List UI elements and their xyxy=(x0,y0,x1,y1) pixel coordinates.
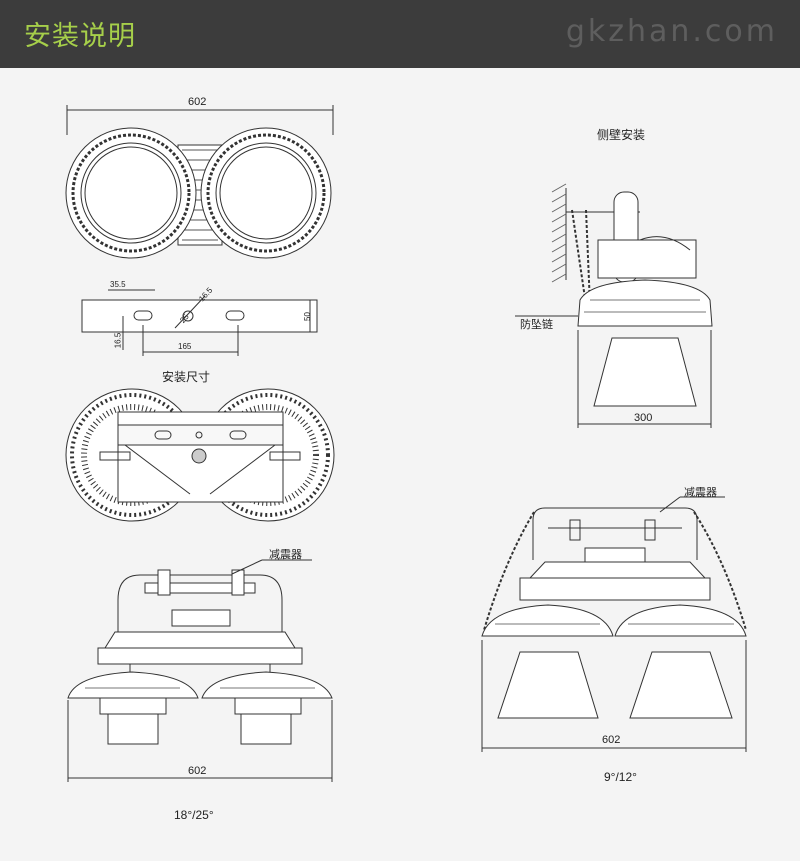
dim-bottom-right-width: 602 xyxy=(602,734,621,746)
dim-16-5-left: 16.5 xyxy=(113,332,123,349)
pair-view-right xyxy=(481,496,747,752)
side-wall-view xyxy=(515,183,713,428)
header-bar: 安装说明 gkzhan.com xyxy=(0,0,800,68)
dim-35-5: 35.5 xyxy=(110,280,126,289)
dim-50: 50 xyxy=(302,312,312,321)
label-install-size: 安装尺寸 xyxy=(162,370,211,384)
back-view xyxy=(65,388,335,522)
dim-side-300: 300 xyxy=(634,412,653,424)
caption-right-angle: 9°/12° xyxy=(604,770,637,784)
label-side-wall-install: 侧壁安装 xyxy=(597,128,646,142)
side-view-left xyxy=(67,559,333,782)
label-anti-fall-chain: 防坠链 xyxy=(520,318,553,331)
label-damper-right: 减震器 xyxy=(684,486,717,499)
label-damper-left: 减震器 xyxy=(269,548,302,561)
dim-165: 165 xyxy=(178,342,192,351)
bracket-plate xyxy=(81,289,318,356)
top-view-rings xyxy=(65,105,334,259)
page-title: 安装说明 xyxy=(24,21,136,52)
watermark: gkzhan.com xyxy=(565,14,778,49)
caption-left-angle: 18°/25° xyxy=(174,808,214,822)
dim-top-width: 602 xyxy=(188,96,207,108)
dim-bottom-left-width: 602 xyxy=(188,765,207,777)
technical-drawing xyxy=(65,105,747,782)
